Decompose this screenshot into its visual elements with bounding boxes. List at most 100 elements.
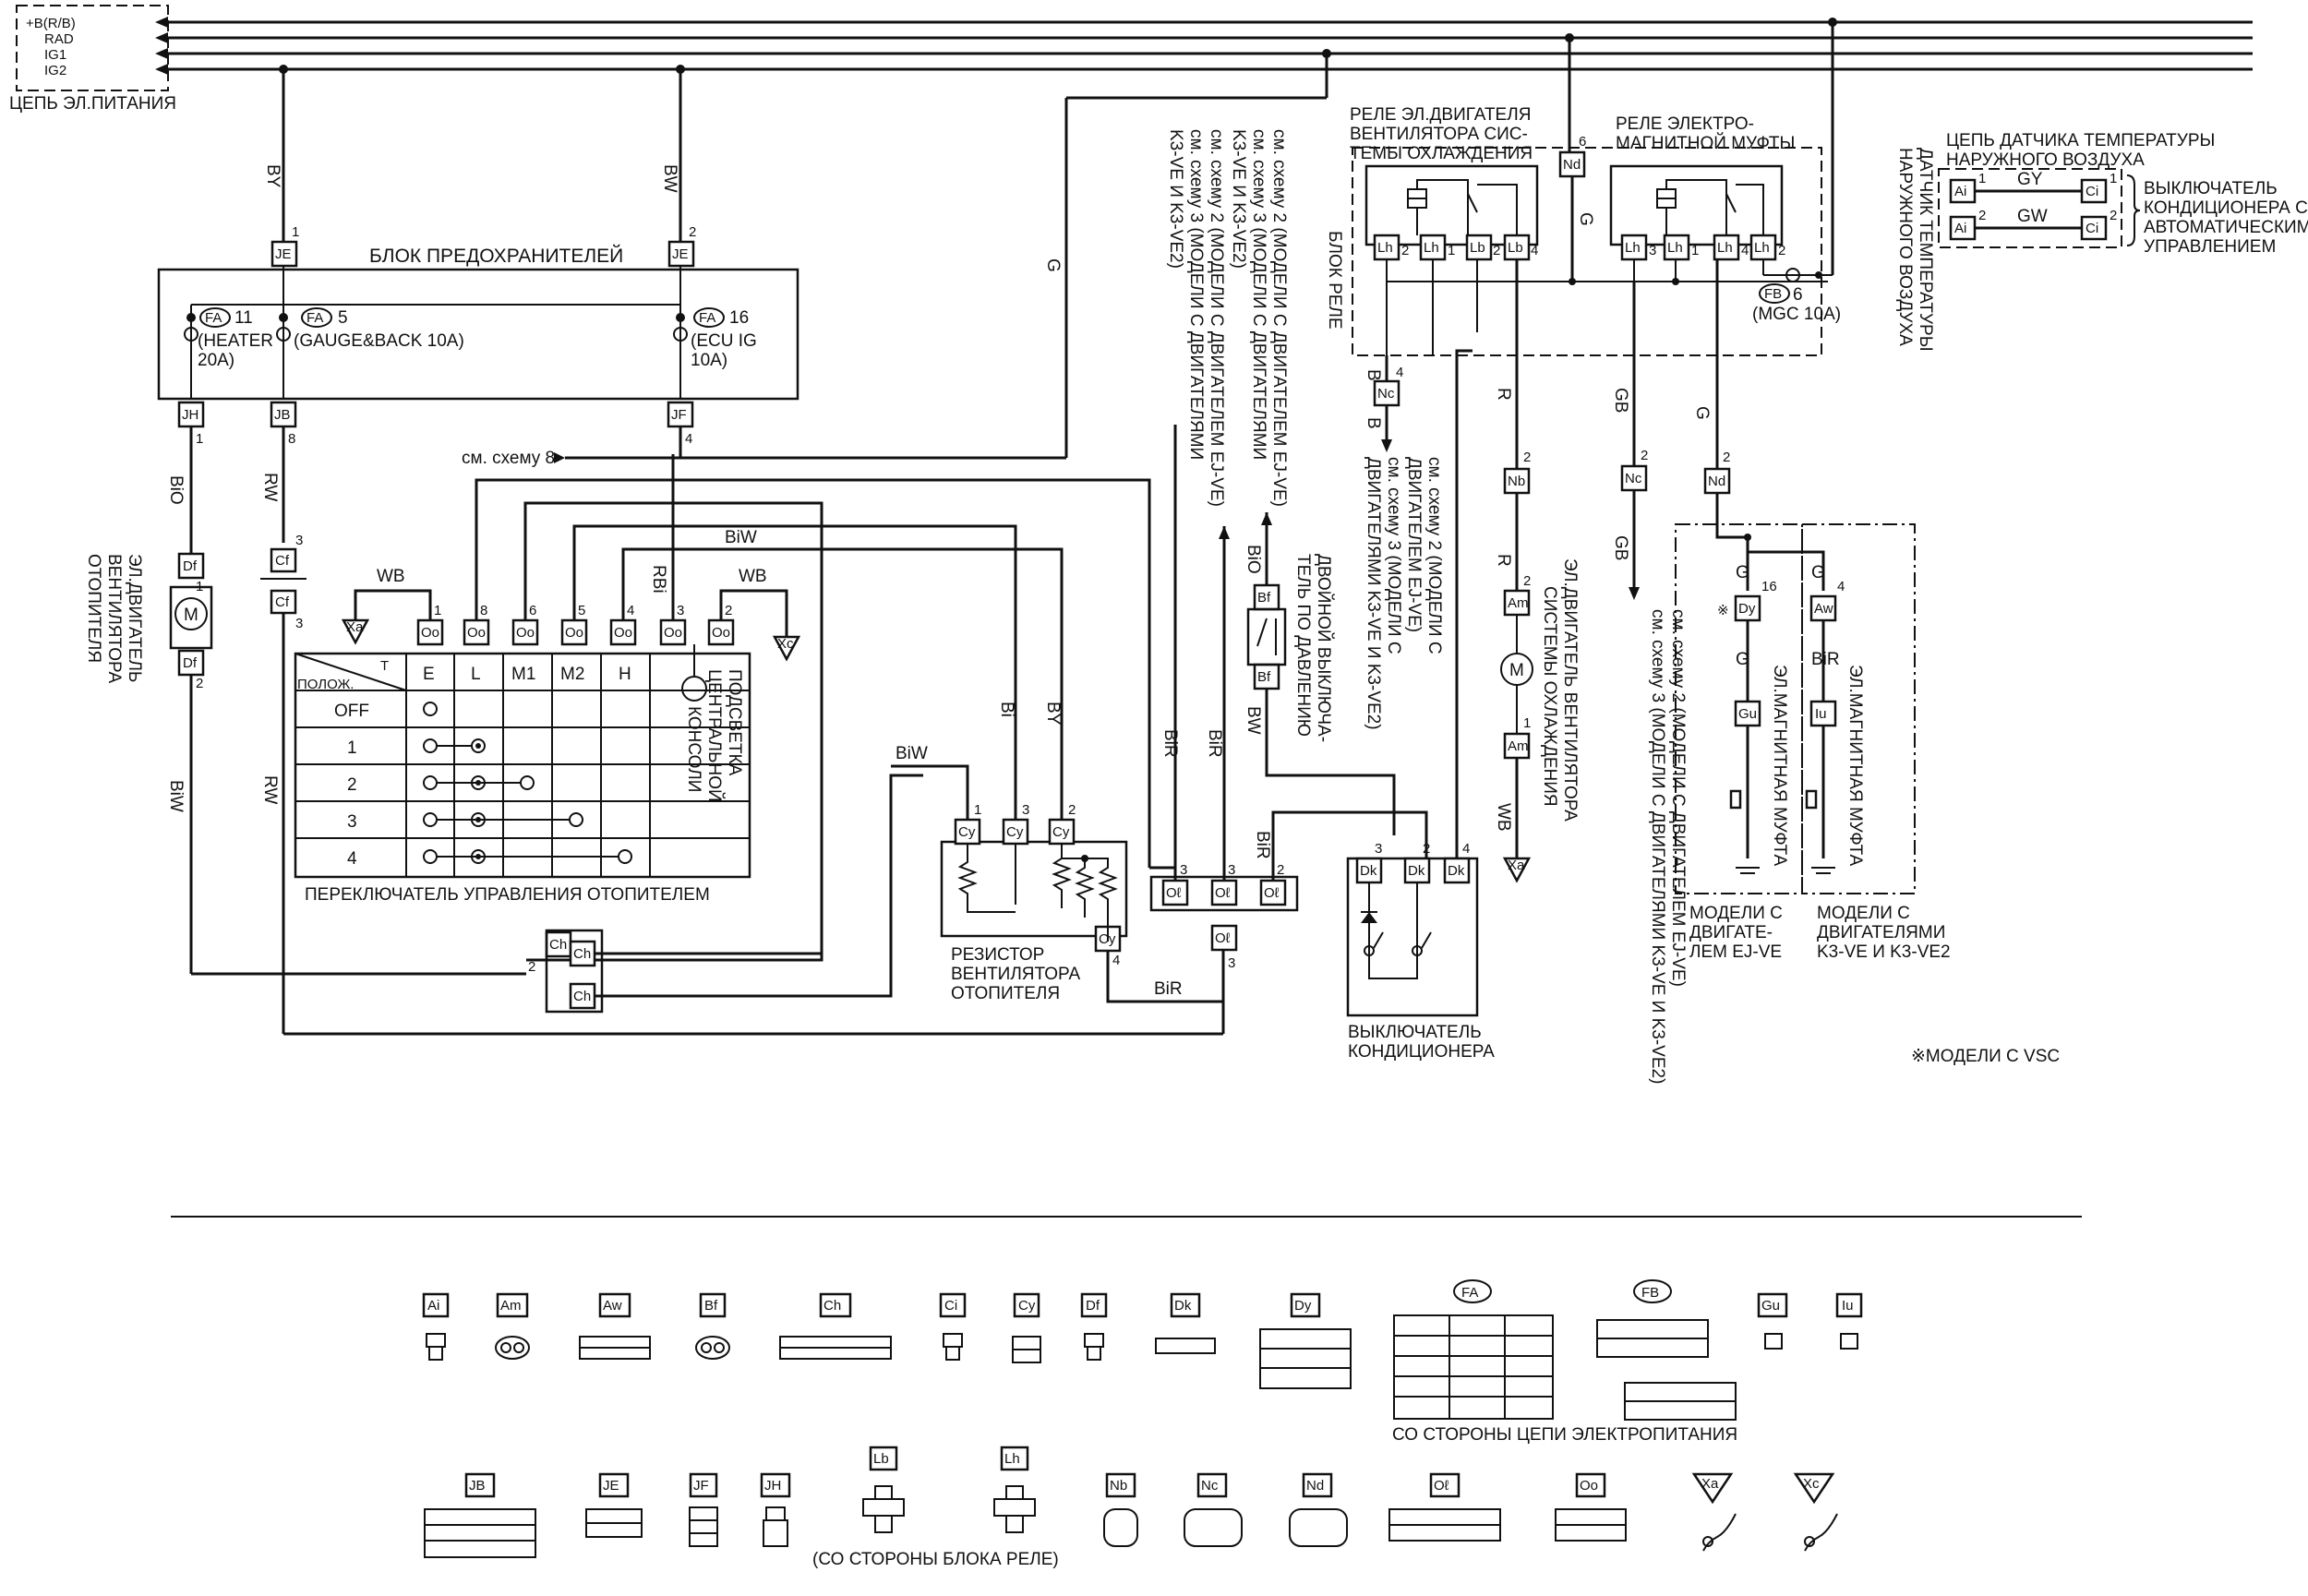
legend-label: Ci — [944, 1298, 957, 1314]
connector-je: JE — [275, 246, 292, 262]
clutch-relay-label: РЕЛЕ ЭЛЕКТРО- — [1616, 114, 1754, 134]
svg-text:6: 6 — [1579, 134, 1586, 150]
wire-color-label: BiR — [1154, 979, 1183, 999]
resistor-label: РЕЗИСТОР — [951, 945, 1044, 965]
svg-text:1: 1 — [2110, 171, 2117, 186]
heater-switch-label: ПЕРЕКЛЮЧАТЕЛЬ УПРАВЛЕНИЯ ОТОПИТЕЛЕМ — [305, 885, 710, 905]
pressure-switch-label: ДВОЙНОЙ ВЫКЛЮЧА- — [1314, 554, 1334, 742]
legend-label: Oo — [1580, 1478, 1598, 1494]
power-circuit-caption: ЦЕПЬ ЭЛ.ПИТАНИЯ — [9, 94, 176, 114]
cooling-fan-label: ЭЛ.ДВИГАТЕЛЬ ВЕНТИЛЯТОРА — [1560, 558, 1580, 822]
wire-color-label: RW — [260, 473, 280, 501]
wire-color-label: BiW — [166, 780, 186, 812]
wire-color-label: BiR — [1160, 729, 1180, 758]
connector-ch: Ch — [573, 946, 591, 962]
ref-note: см. схему 2 (МОДЕЛИ С ДВИГАТЕЛЕМ EJ-VE) — [1269, 129, 1289, 507]
wire-color-label: BiW — [725, 528, 757, 547]
switch-pin: 3 — [677, 603, 684, 618]
legend-label: Lb — [873, 1451, 889, 1467]
connector-ol: Oℓ — [1215, 885, 1231, 901]
power-line-label: IG1 — [44, 47, 66, 63]
wire-color-label: G — [1692, 406, 1712, 420]
wire-color-label: B — [1364, 369, 1383, 381]
blower-motor-label: ЭЛ.ДВИГАТЕЛЬ — [125, 554, 144, 682]
legend-label: Nd — [1306, 1478, 1324, 1494]
table-corner-t: T — [380, 658, 389, 674]
connector-ai: Ai — [1954, 184, 1966, 199]
connector-oo: Oo — [467, 625, 486, 641]
connector-lh: Lh — [1377, 240, 1393, 256]
wire-color-label: WB — [1494, 803, 1513, 832]
connector-cy: Cy — [1006, 824, 1024, 840]
connector-cy: Cy — [958, 824, 976, 840]
fuse-ecu-label: 10A) — [691, 351, 727, 370]
legend-label: Lh — [1004, 1451, 1020, 1467]
fuse-block-title: БЛОК ПРЕДОХРАНИТЕЛЕЙ — [369, 245, 623, 267]
switch-pin: 2 — [725, 603, 732, 618]
connector-oo: Oo — [516, 625, 535, 641]
cooling-fan-label: СИСТЕМЫ ОХЛАЖДЕНИЯ — [1540, 586, 1559, 807]
svg-text:3: 3 — [295, 533, 303, 548]
switch-pin: 5 — [578, 603, 585, 618]
wire-color-label: GB — [1611, 535, 1630, 560]
legend-label: FA — [1461, 1285, 1478, 1301]
connector-gu: Gu — [1738, 706, 1757, 722]
wire-color-label: WB — [739, 567, 767, 586]
ref-note: K3-VE И K3-VE2) — [1166, 129, 1185, 269]
connector-df: Df — [183, 558, 198, 574]
wire-color-label: G — [1736, 650, 1749, 669]
wire-color-label: BiW — [896, 744, 928, 763]
wire-color-label: G — [1576, 212, 1595, 226]
legend-label: Iu — [1842, 1298, 1854, 1314]
fuse-heater-label: (HEATER — [198, 331, 273, 351]
legend-label: Xa — [1701, 1476, 1719, 1492]
table-col: L — [471, 665, 481, 684]
fuse-block-frame — [157, 268, 799, 401]
connector-oo: Oo — [664, 625, 682, 641]
svg-text:1: 1 — [1691, 243, 1699, 258]
connector-lb: Lb — [1508, 240, 1523, 256]
svg-text:3: 3 — [295, 616, 303, 631]
ac-switch-label: КОНДИЦИОНЕРА — [1348, 1042, 1495, 1062]
svg-text:2: 2 — [1523, 450, 1531, 465]
legend-label: Am — [500, 1298, 522, 1314]
wire-color-label: GY — [2017, 170, 2043, 189]
fa-badge: FA — [699, 310, 715, 326]
switch-pin: 1 — [434, 603, 441, 618]
connector-dk: Dk — [1408, 863, 1425, 879]
connector-am: Am — [1508, 595, 1529, 611]
table-corner-pos: ПОЛОЖ. — [297, 677, 354, 692]
connector-dk: Dk — [1360, 863, 1377, 879]
resistor-label: ВЕНТИЛЯТОРА — [951, 965, 1080, 984]
table-row: 2 — [347, 775, 357, 795]
connector-lb: Lb — [1470, 240, 1485, 256]
svg-text:1: 1 — [1978, 171, 1986, 186]
power-supply-circuit: +B(R/B) RAD IG1 IG2 ЦЕПЬ ЭЛ.ПИТАНИЯ — [9, 5, 2253, 114]
power-line-label: RAD — [44, 31, 74, 47]
connector-dy: Dy — [1738, 601, 1756, 617]
connector-nc: Nc — [1625, 471, 1642, 486]
legend-label: Nc — [1201, 1478, 1219, 1494]
ground-xa: Xa — [346, 619, 364, 635]
svg-text:4: 4 — [685, 431, 692, 447]
fa-badge: FA — [205, 310, 222, 326]
models-ej-label: МОДЕЛИ С — [1689, 904, 1783, 923]
wire-color-label: BW — [1244, 706, 1263, 735]
ac-auto-switch-label: УПРАВЛЕНИЕМ — [2144, 237, 2276, 257]
legend-label: JF — [693, 1478, 709, 1494]
connector-lh: Lh — [1625, 240, 1641, 256]
fuse-number: 5 — [338, 308, 348, 328]
connector-df: Df — [183, 655, 198, 671]
vsc-note: ※МОДЕЛИ С VSC — [1911, 1047, 2060, 1066]
relay-block: БЛОК РЕЛЕ РЕЛЕ ЭЛ.ДВИГАТЕЛЯ ВЕНТИЛЯТОРА … — [1325, 22, 1841, 356]
connector-oo: Oo — [712, 625, 730, 641]
connector-jf: JF — [671, 407, 687, 423]
legend-label: JE — [603, 1478, 619, 1494]
wire-color-label: RW — [260, 775, 280, 804]
svg-text:3: 3 — [1022, 802, 1029, 818]
fuse-ecu-label: (ECU IG — [691, 331, 757, 351]
wire-color-label: Bi — [997, 702, 1016, 717]
svg-text:2: 2 — [528, 959, 535, 975]
connector-oo: Oo — [565, 625, 583, 641]
